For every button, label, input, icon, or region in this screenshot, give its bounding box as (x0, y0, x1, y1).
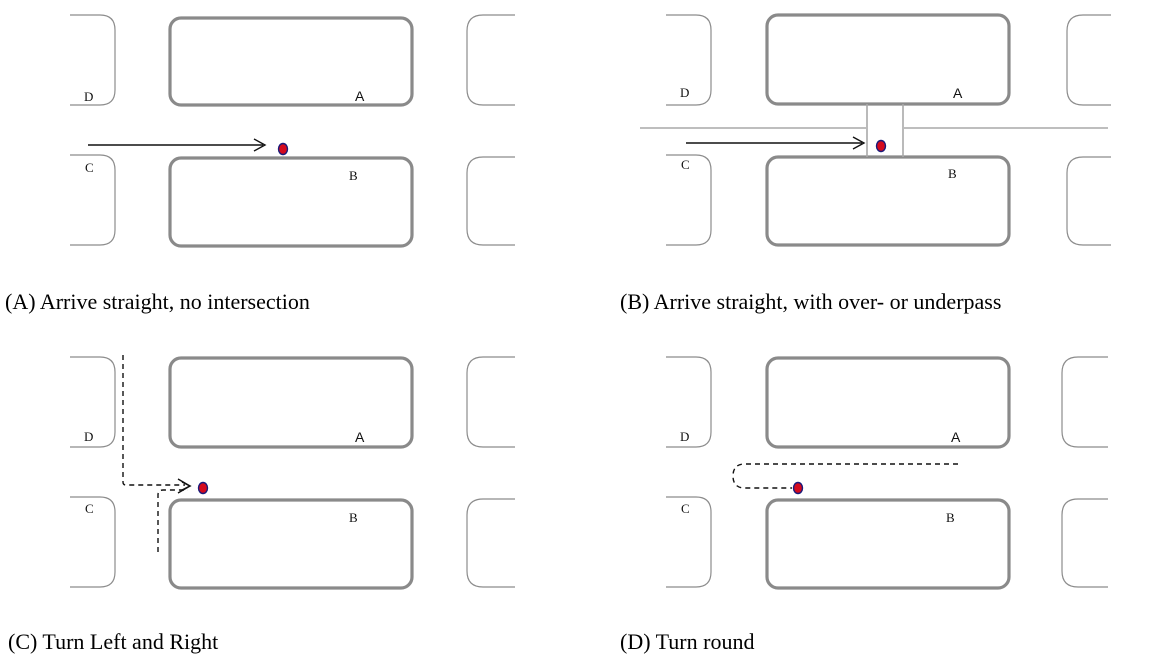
block-b-outline (168, 156, 414, 248)
panel-d: D C A B (D) Turn round (620, 356, 1108, 654)
left-turn-path (122, 355, 185, 486)
block-b-outline (765, 155, 1011, 247)
block-c-outline (70, 496, 116, 588)
panel-b-caption: (B) Arrive straight, with over- or under… (620, 289, 1001, 314)
block-b-outline (168, 498, 414, 590)
panel-c-caption: (C) Turn Left and Right (8, 629, 218, 654)
arrowhead (852, 136, 866, 150)
arrowhead (181, 481, 192, 491)
block-right-top-outline (466, 14, 515, 106)
block-c-label: C (681, 501, 690, 516)
block-a-outline (765, 13, 1011, 106)
block-a-label: A (951, 429, 961, 445)
block-a-outline (765, 356, 1011, 449)
block-d-label: D (680, 429, 689, 444)
panel-a: D C A B (A) Arrive straight, no intersec… (5, 14, 515, 314)
block-b-label: B (349, 168, 358, 183)
block-c-outline (70, 154, 116, 246)
block-a-outline (168, 356, 414, 449)
block-right-bottom-outline (466, 498, 515, 588)
block-c-outline (666, 496, 712, 588)
arrowhead (177, 478, 192, 494)
u-turn-path (732, 463, 958, 489)
location-marker (792, 481, 804, 495)
block-c-label: C (681, 157, 690, 172)
block-d-label: D (84, 429, 93, 444)
block-d-outline (70, 14, 116, 106)
panel-b: D C A B (B) Arrive straight, with over- … (620, 13, 1111, 314)
block-a-label: A (953, 85, 963, 101)
panel-c: D C A B (C) Turn Left and Right (8, 355, 515, 654)
block-a-label: A (355, 88, 365, 104)
block-right-bottom-outline (466, 156, 515, 246)
block-c-label: C (85, 160, 94, 175)
block-right-top-outline (466, 356, 515, 448)
block-d-label: D (84, 89, 93, 104)
location-marker (197, 481, 209, 495)
block-right-top-outline (1066, 14, 1111, 106)
right-turn-path (157, 489, 188, 552)
panel-d-caption: (D) Turn round (620, 629, 754, 654)
block-b-label: B (948, 166, 957, 181)
block-b-label: B (349, 510, 358, 525)
location-marker (277, 142, 289, 156)
block-c-outline (666, 154, 712, 246)
block-d-outline (666, 356, 712, 448)
block-b-label: B (946, 510, 955, 525)
block-d-outline (70, 356, 116, 448)
arrowhead (253, 138, 267, 152)
block-right-bottom-outline (1061, 498, 1108, 588)
block-a-label: A (355, 429, 365, 445)
block-d-outline (666, 14, 712, 106)
block-a-outline (168, 16, 414, 107)
block-d-label: D (680, 85, 689, 100)
location-marker (875, 139, 887, 153)
panel-a-caption: (A) Arrive straight, no intersection (5, 289, 310, 314)
block-b-outline (765, 498, 1011, 590)
block-right-bottom-outline (1066, 156, 1111, 246)
block-c-label: C (85, 501, 94, 516)
block-right-top-outline (1061, 356, 1108, 448)
